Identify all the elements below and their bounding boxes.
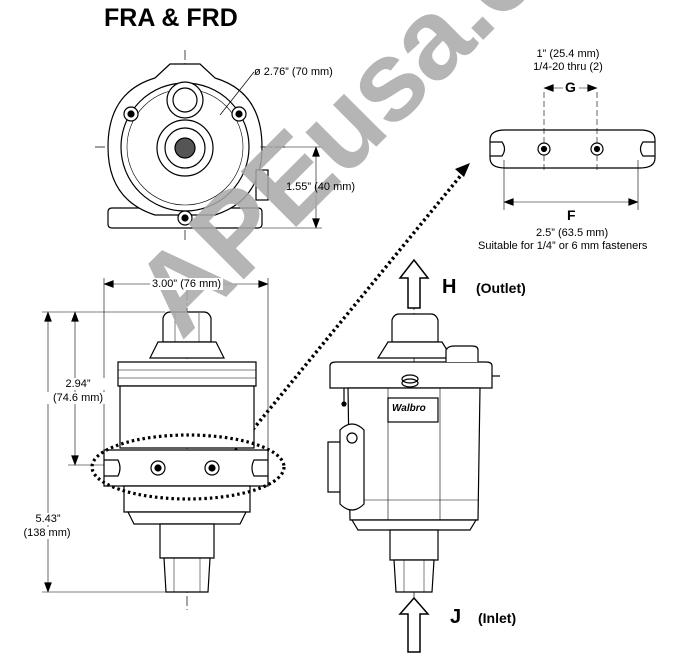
g-spacing-label: 1” (25.4 mm) <box>536 48 600 60</box>
mount-bracket-detail <box>489 84 656 210</box>
fastener-note: Suitable for 1/4” or 6 mm fasteners <box>478 240 648 252</box>
side-view <box>42 278 286 610</box>
width-label: 3.00” (76 mm) <box>150 278 224 290</box>
f-spacing-label: 2.5” (63.5 mm) <box>536 227 609 239</box>
inlet-label: (Inlet) <box>478 610 517 626</box>
g-dimension-label: G <box>563 79 579 95</box>
thread-label: 1/4-20 thru (2) <box>533 61 603 73</box>
top-view <box>95 50 322 240</box>
diameter-label: ø 2.76” (70 mm) <box>254 66 333 78</box>
page-title: FRA & FRD <box>104 4 238 32</box>
total-height-label: 5.43” <box>20 513 76 525</box>
total-height-metric-label: (138 mm) <box>14 527 80 539</box>
outlet-letter: H <box>442 276 457 298</box>
outlet-arrow-icon <box>398 258 430 309</box>
mid-height-label: 2.94” <box>50 378 106 390</box>
detail-leader-arrow <box>230 163 470 457</box>
inlet-letter: J <box>450 606 462 628</box>
outlet-label: (Outlet) <box>476 280 526 296</box>
inlet-arrow-icon <box>398 596 430 653</box>
mid-height-metric-label: (74.6 mm) <box>47 392 109 404</box>
front-view <box>327 258 500 653</box>
top-height-label: 1.55” (40 mm) <box>286 181 356 193</box>
f-dimension-label: F <box>565 207 579 223</box>
brand-plate: Walbro <box>392 403 426 414</box>
